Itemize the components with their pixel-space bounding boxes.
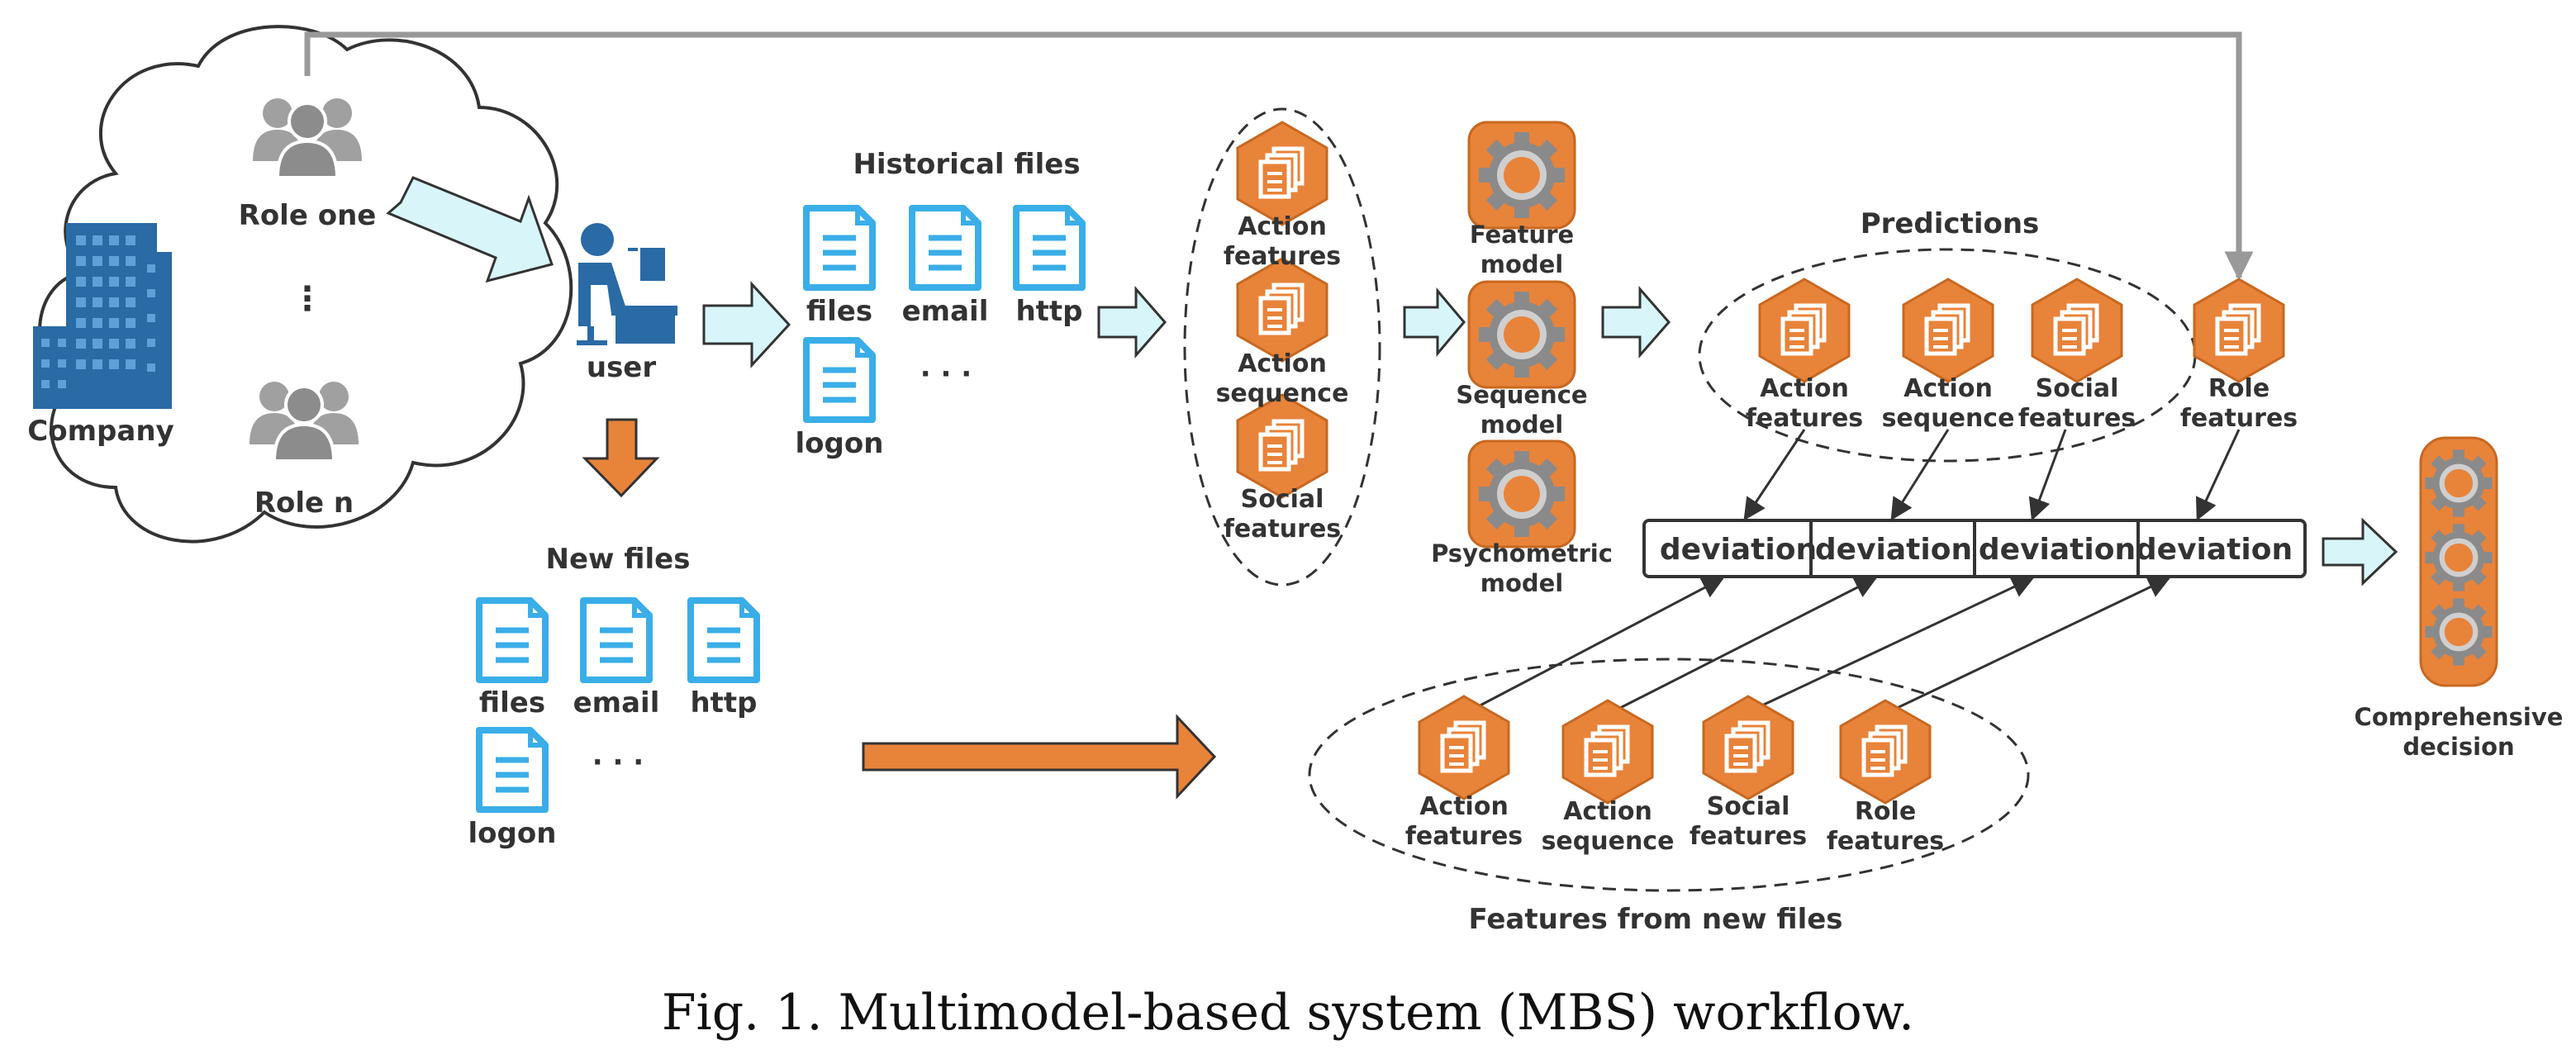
feature-label: Action bbox=[1238, 349, 1327, 378]
predictions-title: Predictions bbox=[1861, 207, 2040, 240]
new-file-label: email bbox=[573, 686, 660, 719]
prediction-label: Role bbox=[2208, 374, 2269, 403]
new-feature-label: features bbox=[1827, 827, 1944, 856]
model-label: Feature bbox=[1470, 221, 1574, 249]
action-features-hex-icon bbox=[1238, 122, 1327, 225]
new-feature-label: Social bbox=[1707, 792, 1790, 821]
new-role-features-hex-icon bbox=[1841, 700, 1930, 803]
prediction-label: features bbox=[2180, 404, 2298, 433]
prediction-label: features bbox=[2018, 404, 2136, 433]
historical-ellipsis: · · · bbox=[920, 358, 972, 391]
new-logon-doc-icon bbox=[479, 730, 545, 810]
deviation-cell: deviation bbox=[1660, 533, 1817, 567]
pred-role-features-hex-icon bbox=[2194, 279, 2284, 382]
prediction-to-deviation-arrows bbox=[1743, 429, 2241, 521]
new-feature-label: Action bbox=[1419, 792, 1509, 821]
historical-files-title: Historical files bbox=[853, 148, 1080, 181]
figure-caption: Fig. 1. Multimodel-based system (MBS) wo… bbox=[662, 984, 1914, 1042]
building-icon bbox=[33, 223, 172, 409]
new-feature-label: features bbox=[1690, 822, 1807, 851]
role-feedback-line bbox=[304, 31, 2254, 281]
new-feature-label: features bbox=[1405, 822, 1523, 851]
roles-ellipsis: ⋮ bbox=[291, 280, 324, 318]
historical-file-label: logon bbox=[796, 427, 884, 460]
model-label: Psychometric bbox=[1431, 539, 1613, 567]
comprehensive-decision-gear-stack-icon bbox=[2419, 436, 2498, 687]
deviation-cell: deviation bbox=[2136, 533, 2293, 567]
features-to-models-arrow bbox=[1403, 287, 1466, 358]
models-to-predictions-arrow bbox=[1601, 286, 1671, 359]
user-to-historical-arrow bbox=[702, 281, 791, 368]
new-action-sequence-hex-icon bbox=[1563, 700, 1652, 803]
feature-label: features bbox=[1224, 242, 1341, 271]
new-files-doc-icon bbox=[479, 601, 545, 680]
deviation-cell: deviation bbox=[1979, 533, 2136, 567]
user-to-newfiles-arrow bbox=[582, 418, 660, 498]
model-label: Sequence bbox=[1456, 381, 1587, 409]
pred-action-sequence-hex-icon bbox=[1903, 279, 1993, 382]
new-feature-label: Action bbox=[1563, 797, 1652, 826]
new-social-features-hex-icon bbox=[1704, 696, 1793, 799]
company-label: Company bbox=[27, 415, 173, 448]
new-file-label: logon bbox=[468, 817, 557, 850]
historical-file-label: email bbox=[902, 295, 989, 328]
new-feature-label: sequence bbox=[1542, 827, 1675, 856]
prediction-label: sequence bbox=[1882, 404, 2015, 433]
role-one-label: Role one bbox=[239, 199, 377, 232]
prediction-label: features bbox=[1746, 404, 1863, 433]
feature-label: Social bbox=[1241, 485, 1324, 514]
new-action-features-hex-icon bbox=[1419, 696, 1509, 799]
feature-label: Action bbox=[1238, 212, 1327, 241]
new-features-title: Features from new files bbox=[1468, 903, 1842, 936]
model-label: model bbox=[1480, 411, 1564, 439]
historical-logon-doc-icon bbox=[806, 340, 872, 420]
new-file-label: files bbox=[479, 686, 545, 719]
model-label: model bbox=[1480, 569, 1564, 597]
historical-file-label: files bbox=[806, 295, 872, 328]
new-files-ellipsis: · · · bbox=[592, 746, 644, 779]
decision-label: decision bbox=[2403, 733, 2514, 761]
feature-model-gear-icon bbox=[1469, 122, 1575, 228]
historical-to-features-arrow bbox=[1097, 286, 1167, 359]
new-http-doc-icon bbox=[691, 601, 757, 680]
new-features-group bbox=[1308, 658, 2030, 892]
pred-action-features-hex-icon bbox=[1760, 279, 1849, 382]
model-label: model bbox=[1480, 250, 1564, 278]
decision-label: Comprehensive bbox=[2355, 703, 2564, 731]
user-at-desk-icon bbox=[577, 223, 677, 345]
historical-http-doc-icon bbox=[1016, 208, 1082, 287]
historical-features-group bbox=[1183, 107, 1381, 586]
deviation-cell: deviation bbox=[1815, 533, 1972, 567]
prediction-label: Action bbox=[1903, 374, 1993, 403]
social-features-hex-icon bbox=[1238, 395, 1327, 497]
newfiles-to-features-arrow bbox=[862, 714, 1217, 800]
historical-files-doc-icon bbox=[806, 208, 872, 287]
psychometric-model-gear-icon bbox=[1469, 441, 1575, 547]
newfeatures-to-deviation-arrows bbox=[1470, 577, 2171, 712]
feature-label: sequence bbox=[1216, 379, 1349, 408]
sequence-model-gear-icon bbox=[1469, 282, 1575, 387]
roles-to-user-arrow bbox=[386, 176, 554, 283]
action-sequence-hex-icon bbox=[1238, 259, 1327, 361]
new-email-doc-icon bbox=[583, 601, 649, 680]
prediction-label: Social bbox=[2036, 374, 2119, 403]
feature-label: features bbox=[1224, 515, 1341, 544]
new-feature-label: Role bbox=[1855, 797, 1916, 826]
prediction-label: Action bbox=[1760, 374, 1849, 403]
user-label: user bbox=[587, 351, 657, 384]
historical-email-doc-icon bbox=[912, 208, 978, 287]
deviation-bar bbox=[1642, 519, 2307, 578]
pred-social-features-hex-icon bbox=[2032, 279, 2122, 382]
historical-file-label: http bbox=[1015, 295, 1082, 328]
role-n-label: Role n bbox=[254, 487, 354, 520]
deviation-to-decision-arrow bbox=[2322, 517, 2398, 586]
new-files-title: New files bbox=[546, 543, 691, 576]
new-file-label: http bbox=[690, 686, 757, 719]
